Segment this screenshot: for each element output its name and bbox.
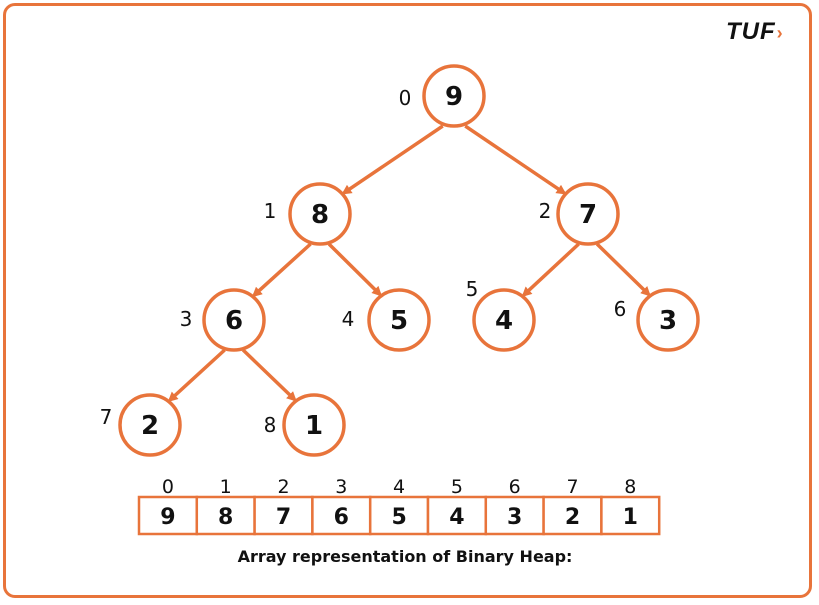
node-value: 6 xyxy=(225,306,243,336)
node-value: 5 xyxy=(390,306,408,336)
array-index: 5 xyxy=(451,476,463,498)
node-value: 7 xyxy=(579,200,597,230)
array-cell xyxy=(368,495,430,536)
edge-arrow xyxy=(251,242,312,298)
array-index: 4 xyxy=(393,476,405,498)
array-index: 7 xyxy=(566,476,578,498)
array-index: 0 xyxy=(162,476,174,498)
node-index: 7 xyxy=(100,405,113,429)
edge-arrow xyxy=(341,124,444,195)
array-value: 8 xyxy=(218,505,233,530)
edge-arrow xyxy=(521,242,580,297)
array-index: 2 xyxy=(277,476,289,498)
array-value: 2 xyxy=(565,505,580,530)
node-index: 5 xyxy=(466,277,479,301)
array-value: 4 xyxy=(449,505,464,530)
heap-node xyxy=(282,393,346,457)
heap-node xyxy=(288,182,352,246)
edge-arrow xyxy=(464,124,567,195)
heap-node xyxy=(118,393,182,457)
edge-arrow xyxy=(595,242,651,297)
heap-node xyxy=(422,64,486,128)
node-value: 4 xyxy=(495,306,513,336)
array-cell xyxy=(137,495,199,536)
heap-node xyxy=(367,288,431,352)
array-cell xyxy=(253,495,314,536)
node-value: 9 xyxy=(445,82,463,112)
node-index: 1 xyxy=(264,199,277,223)
array-caption: Array representation of Binary Heap: xyxy=(238,547,573,566)
node-index: 4 xyxy=(342,307,355,331)
array-value: 3 xyxy=(507,505,522,530)
edge-arrow xyxy=(241,348,297,402)
edge-arrow xyxy=(327,242,383,297)
logo-text: TUF xyxy=(726,18,776,45)
node-value: 2 xyxy=(141,411,159,441)
array-index: 3 xyxy=(335,476,347,498)
array-cell xyxy=(426,495,488,536)
node-index: 6 xyxy=(614,297,627,321)
node-index: 0 xyxy=(399,86,412,110)
edge-arrow xyxy=(167,348,226,403)
node-value: 1 xyxy=(305,411,323,441)
array-cell xyxy=(600,495,661,536)
array-value: 9 xyxy=(160,505,175,530)
array-cell xyxy=(195,495,256,536)
node-value: 3 xyxy=(659,306,677,336)
array-value: 5 xyxy=(391,505,406,530)
node-index: 8 xyxy=(264,413,277,437)
tuf-logo: TUF› xyxy=(726,18,784,46)
heap-node xyxy=(472,288,536,352)
array-value: 7 xyxy=(276,505,291,530)
heap-node xyxy=(556,182,620,246)
node-index: 2 xyxy=(539,199,552,223)
heap-node xyxy=(202,288,266,352)
array-index: 6 xyxy=(509,476,521,498)
array-value: 1 xyxy=(623,505,638,530)
node-value: 8 xyxy=(311,200,329,230)
array-index: 8 xyxy=(624,476,636,498)
array-cell xyxy=(311,495,372,536)
array-value: 6 xyxy=(334,505,349,530)
chevron-right-icon: › xyxy=(776,23,784,43)
array-index: 1 xyxy=(220,476,232,498)
diagram-frame xyxy=(3,3,812,598)
heap-node xyxy=(636,288,700,352)
node-index: 3 xyxy=(180,307,193,331)
